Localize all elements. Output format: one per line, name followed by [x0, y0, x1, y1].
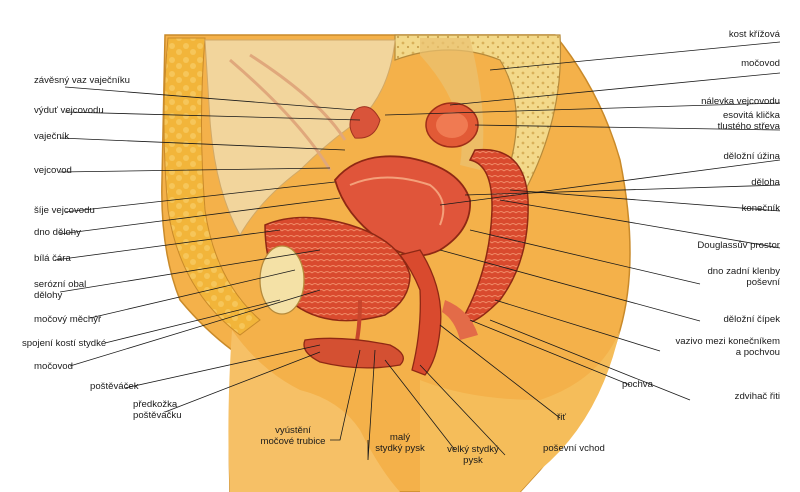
- tube-lines: [229, 53, 347, 171]
- label-mocovod-left: močovod: [34, 361, 73, 372]
- vagina: [398, 249, 442, 376]
- label-vydut-vejcovodu: výduť vejcovodu: [34, 105, 104, 116]
- pubic-bone: [259, 245, 305, 315]
- label-vazivo: vazivo mezi konečníkem a pochvou: [675, 336, 780, 358]
- label-zdvihac-riti: zdvihač řiti: [734, 391, 780, 402]
- label-pochva: pochva: [622, 379, 653, 390]
- label-spojeni-kosti: spojení kostí stydké: [22, 338, 107, 349]
- label-serozni-obal: serózní obal dělohy: [34, 279, 87, 301]
- label-delozni-uzina: děložní úžina: [723, 151, 780, 162]
- label-mocovod-right: močovod: [741, 58, 780, 69]
- label-deloha: děloha: [751, 177, 780, 188]
- label-postevacek: poštěváček: [90, 381, 139, 392]
- label-rit: řiť: [557, 412, 566, 423]
- label-vajecnik: vaječník: [34, 131, 70, 142]
- anal-muscle: [442, 300, 478, 340]
- label-posevni-vchod: poševní vchod: [543, 443, 605, 454]
- fimbria: [349, 106, 381, 139]
- label-kost-krizova: kost křížová: [728, 29, 780, 40]
- label-dno-zadni-klenby: dno zadní klenby poševní: [707, 266, 780, 288]
- label-sije-vejcovodu: šíje vejcovodu: [34, 205, 95, 216]
- label-tlusteho-streva: esovitá klička tlustého střeva: [717, 110, 780, 132]
- label-mocovy-mechyr: močový měchýř: [34, 314, 102, 325]
- label-dno-delohy: dno dělohy: [34, 227, 81, 238]
- labia: [303, 337, 404, 369]
- buttock: [420, 330, 620, 492]
- label-konecnik: konečník: [741, 203, 780, 214]
- abdominal-wall: [163, 37, 261, 336]
- label-nalevka: nálevka vejcovodu: [701, 96, 780, 107]
- label-vejcovod: vejcovod: [34, 165, 72, 176]
- label-vyusteni: vyústění močové trubice: [260, 425, 326, 447]
- label-bila-cara: bílá čára: [34, 253, 71, 264]
- label-maly-pysk: malý stydký pysk: [375, 432, 425, 454]
- leader-lines: [54, 41, 781, 461]
- label-delozni-cipek: děložní čípek: [723, 314, 780, 325]
- label-predkozka: předkožka poštěváčku: [133, 399, 182, 421]
- label-zavesny-vaz: závěsný vaz vaječníku: [34, 75, 130, 86]
- label-velky-pysk: velký stydký pysk: [447, 444, 499, 466]
- label-douglass: Douglassův prostor: [697, 240, 780, 251]
- peritoneum: [204, 39, 396, 237]
- skin-lower: [228, 330, 400, 492]
